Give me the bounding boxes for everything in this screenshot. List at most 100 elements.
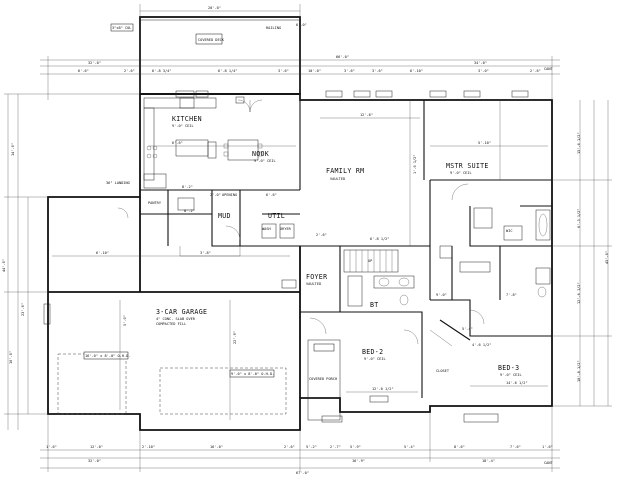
dim-int-18: 5'-0" <box>123 315 127 326</box>
cant-top: CANT <box>544 67 553 71</box>
dim-bottom-overall: 67'-0" <box>296 471 309 475</box>
bed3-label: BED-3 <box>498 364 519 372</box>
dim-top-right-run: 34'-0" <box>474 61 487 65</box>
dim-int-6: 6'-10" <box>96 251 109 255</box>
foyer-label: FOYER <box>306 273 327 281</box>
stairs-label: UP <box>368 259 372 263</box>
dim-int-7: 3'-8" <box>200 251 211 255</box>
family-room-ceiling: VAULTED <box>330 177 345 181</box>
garage-door-2-label: 9'-0" x 8'-0" O.H.D. <box>231 372 274 376</box>
dim-top-4: 3'-6" <box>278 69 289 73</box>
master-suite-ceiling: 9'-0" CEIL <box>450 171 472 175</box>
dim-top-5: 10'-0" <box>308 69 321 73</box>
kitchen-fixtures <box>143 97 217 189</box>
dim-bottom-7: 5'-9" <box>350 445 361 449</box>
dim-int-0: 6'-6" <box>172 141 183 145</box>
bath-label: BT <box>370 301 379 309</box>
dim-right-0: 15'-6 1/2" <box>577 132 581 154</box>
dim-top-width: 66'-0" <box>336 55 349 59</box>
kitchen-label: KITCHEN <box>172 115 202 123</box>
kitchen-ceiling: 9'-0" CEIL <box>172 124 194 128</box>
dim-top-1: 2'-6" <box>124 69 135 73</box>
dim-int-3: 2'-0" <box>210 193 221 197</box>
dim-bottom-left-run: 32'-0" <box>88 459 101 463</box>
dim-top-8: 6'-10" <box>410 69 423 73</box>
covered-deck: COVERED DECK 3"x8" COL RAILING <box>110 16 301 95</box>
dim-left-low: 10'-0" <box>9 351 13 364</box>
dim-top-9: 3'-0" <box>478 69 489 73</box>
opening-label: OPENING <box>222 193 237 197</box>
stairs <box>343 249 399 273</box>
garage-door-1-label: 16'-0" x 8'-0" O.H.D. <box>85 354 130 358</box>
master-bath-fixtures <box>451 183 551 298</box>
dim-bottom-9: 8'-6" <box>454 445 465 449</box>
dim-top-deck-right: 6'-0" <box>296 23 307 27</box>
dim-bottom-0: 1'-6" <box>46 445 57 449</box>
interior-walls <box>140 179 552 398</box>
dim-top-10: 2'-6" <box>530 69 541 73</box>
dim-int-9: 2'-6" <box>316 233 327 237</box>
dim-top-overall: 20'-0" <box>208 6 221 10</box>
dim-int-14: 4'-6 1/2" <box>472 343 491 347</box>
dim-bottom-6: 2'-7" <box>330 445 341 449</box>
dimension-text: 20'-0" 6'-0" 66'-0" 32'-0" 34'-0" 6'-6" … <box>2 6 609 475</box>
garage-note-2: COMPACTED FILL <box>156 322 186 326</box>
dim-bottom-right-run: 18'-4" <box>482 459 495 463</box>
bed2-ceiling: 9'-0" CEIL <box>364 357 386 361</box>
covered-porch: COVERED PORCH <box>307 317 341 421</box>
dim-int-12: 7'-8" <box>506 293 517 297</box>
dim-int-10: 6'-8 1/2" <box>370 237 389 241</box>
dim-int-8: 6'-6" <box>266 193 277 197</box>
dim-top-left-run: 32'-0" <box>88 61 101 65</box>
dim-right-overall: 45'-0" <box>605 251 609 264</box>
dim-int-5: 5'-10" <box>478 141 491 145</box>
dryer-label: DRYER <box>280 227 292 231</box>
column-markers <box>43 245 499 423</box>
dim-bottom-3: 16'-0" <box>210 445 223 449</box>
windows <box>175 90 529 98</box>
cant-bottom: CANT <box>544 461 553 465</box>
dim-int-1: 8'-2" <box>182 185 193 189</box>
hall-bath-fixtures <box>347 275 415 307</box>
nook-label: NOOK <box>252 150 269 158</box>
dim-bottom-5: 5'-2" <box>306 445 317 449</box>
utility-fixtures <box>177 197 295 257</box>
dim-int-19: 1'-6 1/2" <box>413 155 417 174</box>
dim-int-2: 8'-2" <box>184 209 195 213</box>
nook-ceiling: 9'-0" CEIL <box>254 159 276 163</box>
dim-top-2: 6'-8 3/4" <box>152 69 171 73</box>
util-label: UTIL <box>268 212 285 220</box>
wash-label: WASH <box>262 227 271 231</box>
dim-int-16: 22'-9" <box>233 331 237 344</box>
rear-doors <box>235 96 263 113</box>
foyer-ceiling: VAULTED <box>306 282 321 286</box>
dim-int-17: 12'-0 1/2" <box>372 387 394 391</box>
col-label: 3"x8" COL <box>112 26 131 30</box>
dim-right-1: 6'-3 1/2" <box>577 209 581 228</box>
room-labels: KITCHEN 9'-0" CEIL NOOK 9'-0" CEIL FAMIL… <box>106 115 522 377</box>
bed2-label: BED-2 <box>362 348 383 356</box>
dim-bottom-mid-run: 16'-9" <box>352 459 365 463</box>
bed3-ceiling: 9'-0" CEIL <box>500 373 522 377</box>
dim-top-0: 6'-6" <box>78 69 89 73</box>
covered-deck-label: COVERED DECK <box>198 38 225 42</box>
garage-note-1: 4" CONC. SLAB OVER <box>156 317 196 321</box>
dim-right-3: 10'-8 1/2" <box>577 360 581 382</box>
dim-top-7: 3'-6" <box>372 69 383 73</box>
garage-doors: 16'-0" x 8'-0" O.H.D. 9'-0" x 8'-0" O.H.… <box>57 351 287 415</box>
master-suite-label: MSTR SUITE <box>446 162 489 170</box>
dim-bottom-11: 1'-6" <box>542 445 553 449</box>
closet-label: CLOSET <box>436 369 450 373</box>
dim-int-15: 14'-6 1/2" <box>506 381 528 385</box>
dim-left-mid: 23'-6" <box>21 303 25 316</box>
dim-right-2: 12'-6 1/2" <box>577 282 581 304</box>
dim-top-6: 3'-6" <box>344 69 355 73</box>
dimension-lines <box>4 4 612 472</box>
garage-label: 3-CAR GARAGE <box>156 308 207 316</box>
dim-bottom-10: 7'-6" <box>510 445 521 449</box>
dim-int-13: 5'-4" <box>462 327 473 331</box>
wic-label: WIC <box>506 229 513 233</box>
family-room-label: FAMILY RM <box>326 167 364 175</box>
mud-label: MUD <box>218 212 231 220</box>
